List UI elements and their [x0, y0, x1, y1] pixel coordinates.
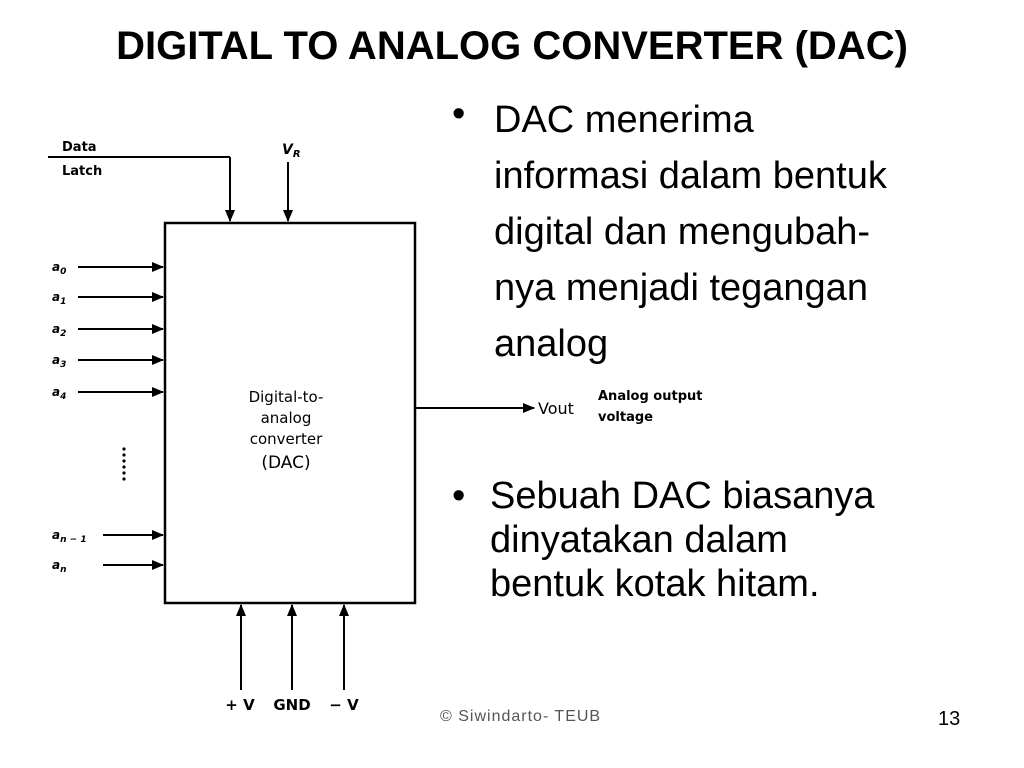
- data-label: Data: [62, 140, 97, 155]
- svg-text:a1: a1: [52, 290, 66, 307]
- vout-label: Vout: [538, 399, 574, 418]
- bullet-text-2: Sebuah DAC biasanya dinyatakan dalam ben…: [490, 475, 875, 605]
- minus-v-label: − V: [329, 696, 359, 714]
- input-an-1: an − 1: [52, 528, 164, 545]
- bullet-item-2: • Sebuah DAC biasanya dinyatakan dalam b…: [452, 474, 992, 606]
- latch-label: Latch: [62, 164, 102, 179]
- input-an: an: [52, 558, 164, 575]
- svg-text:an − 1: an − 1: [52, 528, 87, 545]
- plus-v-label: + V: [225, 696, 255, 714]
- svg-text:a0: a0: [52, 260, 66, 277]
- output-desc-2: voltage: [598, 410, 653, 425]
- footer-credit: © Siwindarto- TEUB: [440, 708, 602, 725]
- input-a0: a0: [52, 260, 164, 277]
- svg-text:an: an: [52, 558, 67, 575]
- gnd-label: GND: [273, 696, 310, 714]
- dac-block: [163, 221, 417, 605]
- page-number: 13: [938, 708, 961, 730]
- bullet-item-1: • DAC menerima informasi dalam bentuk di…: [452, 92, 992, 372]
- input-ellipsis: [122, 447, 126, 481]
- svg-text:a3: a3: [52, 353, 66, 370]
- slide-title: DIGITAL TO ANALOG CONVERTER (DAC): [116, 24, 908, 68]
- block-line-2: analog: [261, 409, 312, 427]
- output-desc-1: Analog output: [598, 389, 702, 404]
- bullet-text-1: DAC menerima informasi dalam bentuk digi…: [494, 99, 887, 365]
- block-line-3: converter: [250, 430, 323, 448]
- block-line-4: (DAC): [261, 453, 310, 473]
- svg-text:a4: a4: [52, 385, 66, 402]
- input-a2: a2: [52, 322, 164, 339]
- block-line-1: Digital-to-: [249, 388, 324, 406]
- input-a3: a3: [52, 353, 164, 370]
- input-a4: a4: [52, 385, 164, 402]
- bullet-dot-icon: •: [452, 475, 466, 517]
- input-a1: a1: [52, 290, 164, 307]
- vr-label: VR: [282, 142, 301, 160]
- bullet-dot-icon: •: [452, 93, 466, 135]
- svg-text:a2: a2: [52, 322, 66, 339]
